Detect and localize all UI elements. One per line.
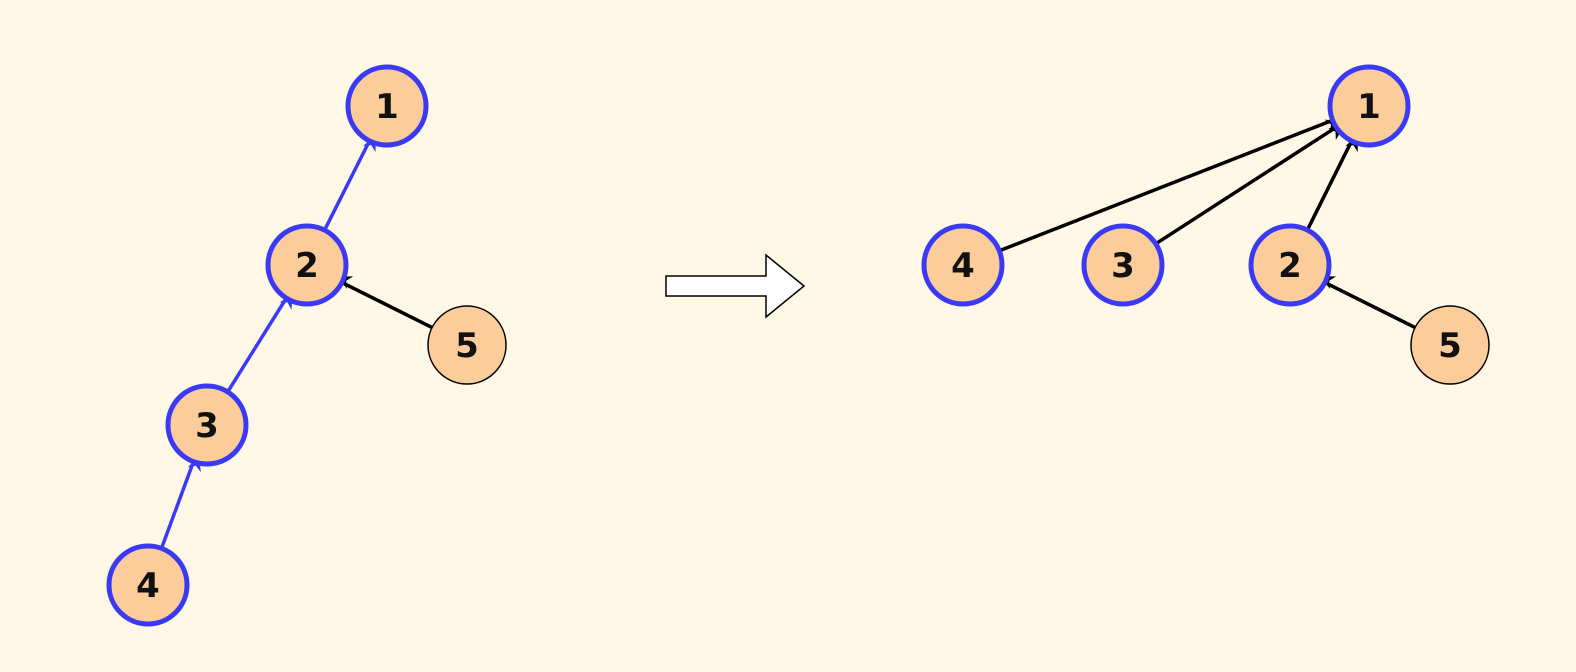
edge-2-to-1 bbox=[1305, 136, 1358, 231]
node-5: 5 bbox=[427, 305, 507, 385]
node-label: 4 bbox=[136, 566, 160, 606]
after-tree: 1 4 3 2 5 bbox=[921, 64, 1490, 385]
node-1: 1 bbox=[345, 64, 429, 148]
node-1: 1 bbox=[1327, 64, 1411, 148]
node-label: 5 bbox=[1438, 326, 1462, 366]
node-circle bbox=[265, 223, 349, 307]
edge-4-to-3 bbox=[159, 456, 201, 550]
node-circle bbox=[921, 223, 1005, 307]
node-label: 3 bbox=[195, 406, 219, 446]
node-3: 3 bbox=[1081, 223, 1165, 307]
node-circle bbox=[1327, 64, 1411, 148]
node-2: 2 bbox=[265, 223, 349, 307]
node-circle bbox=[1081, 223, 1165, 307]
node-label: 3 bbox=[1111, 246, 1135, 286]
node-4: 4 bbox=[106, 543, 190, 627]
node-label: 1 bbox=[1357, 87, 1381, 127]
transform-arrow bbox=[665, 253, 806, 319]
edge-3-to-2 bbox=[226, 294, 293, 393]
before-tree: 1 2 3 4 5 bbox=[106, 64, 507, 627]
node-5: 5 bbox=[1410, 305, 1490, 385]
node-2: 2 bbox=[1248, 223, 1332, 307]
node-circle bbox=[1410, 305, 1490, 385]
edge-2-to-1 bbox=[322, 136, 376, 231]
node-label: 5 bbox=[455, 326, 479, 366]
node-circle bbox=[427, 305, 507, 385]
edge-4-to-1 bbox=[998, 118, 1341, 253]
node-circle bbox=[106, 543, 190, 627]
edge-5-to-2 bbox=[1320, 276, 1416, 330]
node-label: 2 bbox=[1278, 246, 1302, 286]
node-4: 4 bbox=[921, 223, 1005, 307]
node-label: 4 bbox=[951, 246, 975, 286]
node-label: 1 bbox=[375, 87, 399, 127]
node-label: 2 bbox=[295, 246, 319, 286]
node-circle bbox=[165, 383, 249, 467]
edge-5-to-2 bbox=[337, 276, 433, 330]
edge-3-to-1 bbox=[1154, 126, 1344, 246]
node-circle bbox=[1248, 223, 1332, 307]
node-circle bbox=[345, 64, 429, 148]
node-3: 3 bbox=[165, 383, 249, 467]
